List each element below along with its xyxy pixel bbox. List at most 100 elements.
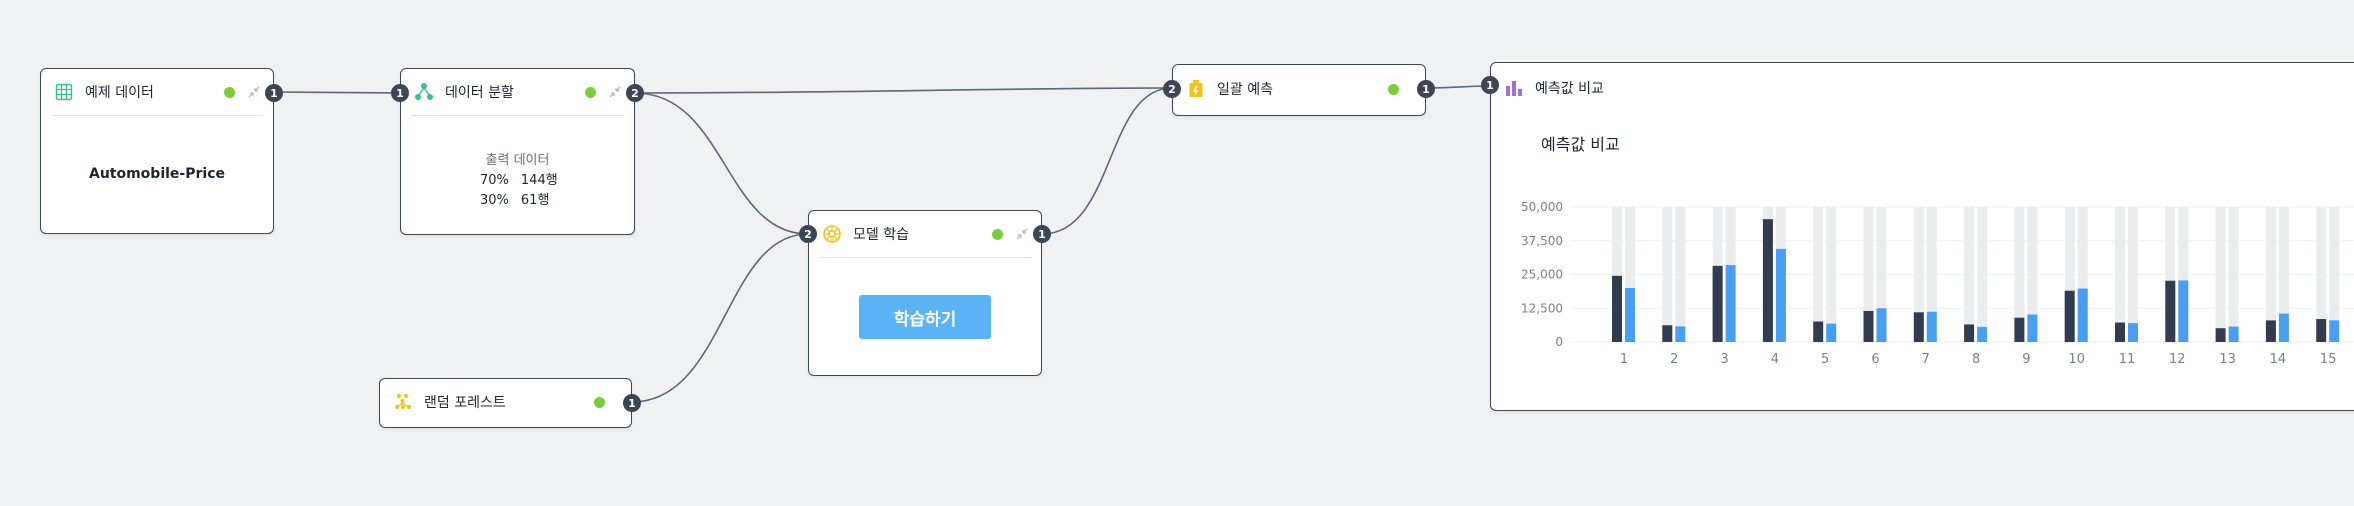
bar-track [2278, 207, 2289, 342]
bar-actual[interactable] [2265, 320, 2276, 342]
table-icon [53, 81, 75, 103]
x-tick-label: 1 [1620, 352, 1628, 363]
bar-track [2077, 207, 2088, 342]
random-forest-node[interactable]: 랜덤 포레스트 1 [379, 378, 641, 428]
bar-predicted[interactable] [1725, 265, 1736, 342]
bar-predicted[interactable] [2329, 320, 2340, 342]
x-tick-label: 8 [1972, 352, 1980, 363]
node-title: 예제 데이터 [85, 85, 154, 101]
x-tick-label: 6 [1871, 352, 1879, 363]
bar-track [1876, 207, 1887, 342]
split-count: 144행 [520, 173, 558, 188]
bar-track [2316, 207, 2327, 342]
bar-predicted[interactable] [2128, 323, 2138, 342]
output-port[interactable]: 1 [1417, 80, 1435, 98]
bar-track [2165, 207, 2176, 342]
output-port[interactable]: 1 [623, 394, 641, 412]
bar-predicted[interactable] [2278, 313, 2289, 342]
split-count: 61행 [520, 193, 550, 208]
y-tick-label: 37,500 [1521, 234, 1563, 248]
gear-icon [821, 223, 843, 245]
split-percent: 70% [480, 173, 509, 188]
bar-track [1662, 207, 1673, 342]
bar-predicted[interactable] [2027, 314, 2038, 342]
bar-predicted[interactable] [1876, 308, 1887, 342]
output-port[interactable]: 2 [626, 84, 644, 102]
data-split-node[interactable]: 데이터 분할 출력 데이터 70%144행 30%61행 1 2 [391, 68, 644, 235]
bar-track [1813, 207, 1824, 342]
status-dot [992, 228, 1003, 240]
x-tick-label: 14 [2270, 352, 2287, 363]
bar-predicted[interactable] [1977, 326, 1988, 342]
collapse-icon[interactable] [245, 83, 263, 101]
output-port[interactable]: 1 [265, 84, 283, 102]
bar-track [1612, 207, 1622, 342]
bar-actual[interactable] [1612, 275, 1622, 342]
sample-data-node[interactable]: 예제 데이터 Automobile-Price 1 [40, 68, 283, 234]
battery-icon [1185, 78, 1207, 100]
bar-predicted[interactable] [2178, 280, 2189, 342]
bar-track [2215, 207, 2226, 342]
x-tick-label: 5 [1821, 352, 1829, 363]
bar-predicted[interactable] [2228, 326, 2239, 342]
bar-track [2128, 207, 2138, 342]
input-port[interactable]: 2 [1163, 80, 1181, 98]
node-title: 일괄 예측 [1217, 82, 1273, 98]
split-percent: 30% [480, 193, 509, 208]
bar-track [2064, 207, 2075, 342]
bar-chart-icon [1503, 77, 1525, 99]
bar-actual[interactable] [1913, 312, 1924, 342]
edge-split-to-batch [634, 87, 1173, 94]
bar-actual[interactable] [2316, 319, 2327, 342]
x-tick-label: 9 [2022, 352, 2030, 363]
x-tick-label: 10 [2068, 352, 2085, 363]
node-title: 모델 학습 [853, 227, 909, 243]
collapse-icon[interactable] [606, 83, 624, 101]
bar-actual[interactable] [2014, 317, 2025, 342]
bar-actual[interactable] [1762, 219, 1773, 342]
bar-actual[interactable] [2115, 322, 2125, 342]
output-port[interactable]: 1 [1033, 225, 1051, 243]
x-tick-label: 11 [2119, 352, 2136, 363]
status-dot [594, 396, 605, 408]
train-button[interactable]: 학습하기 [859, 295, 991, 339]
status-dot [585, 86, 596, 98]
x-tick-label: 7 [1922, 352, 1930, 363]
bar-actual[interactable] [1813, 321, 1824, 342]
bar-predicted[interactable] [1625, 288, 1635, 342]
node-title: 예측값 비교 [1535, 81, 1604, 97]
bar-predicted[interactable] [1775, 248, 1786, 342]
model-train-node[interactable]: 모델 학습 학습하기 2 1 [799, 210, 1051, 376]
input-port[interactable]: 2 [799, 225, 817, 243]
bar-track [2027, 207, 2038, 342]
bar-track [1964, 207, 1975, 342]
bar-predicted[interactable] [1826, 323, 1837, 342]
bar-predicted[interactable] [1675, 326, 1686, 342]
input-port[interactable]: 1 [1481, 76, 1499, 94]
x-tick-label: 15 [2320, 352, 2337, 363]
bar-predicted[interactable] [2077, 288, 2088, 342]
node-title: 랜덤 포레스트 [424, 395, 506, 411]
x-tick-label: 12 [2169, 352, 2186, 363]
split-row: 30% 61행 [480, 189, 549, 208]
bar-track [1863, 207, 1874, 342]
output-data-label: 출력 데이터 [485, 153, 550, 168]
bar-actual[interactable] [2215, 328, 2226, 342]
bar-actual[interactable] [1662, 325, 1673, 342]
y-tick-label: 0 [1555, 335, 1563, 349]
bar-track [2115, 207, 2125, 342]
bar-actual[interactable] [1863, 310, 1874, 342]
bar-actual[interactable] [1712, 265, 1723, 342]
bar-actual[interactable] [2064, 290, 2075, 342]
collapse-icon[interactable] [1013, 225, 1031, 243]
bar-actual[interactable] [1964, 324, 1975, 342]
bar-actual[interactable] [2165, 280, 2176, 342]
bar-predicted[interactable] [1926, 311, 1937, 342]
bar-track [1826, 207, 1837, 342]
batch-predict-node[interactable]: 일괄 예측 2 1 [1163, 64, 1435, 116]
input-port[interactable]: 1 [391, 84, 409, 102]
x-tick-label: 4 [1771, 352, 1779, 363]
forest-icon [392, 391, 414, 413]
